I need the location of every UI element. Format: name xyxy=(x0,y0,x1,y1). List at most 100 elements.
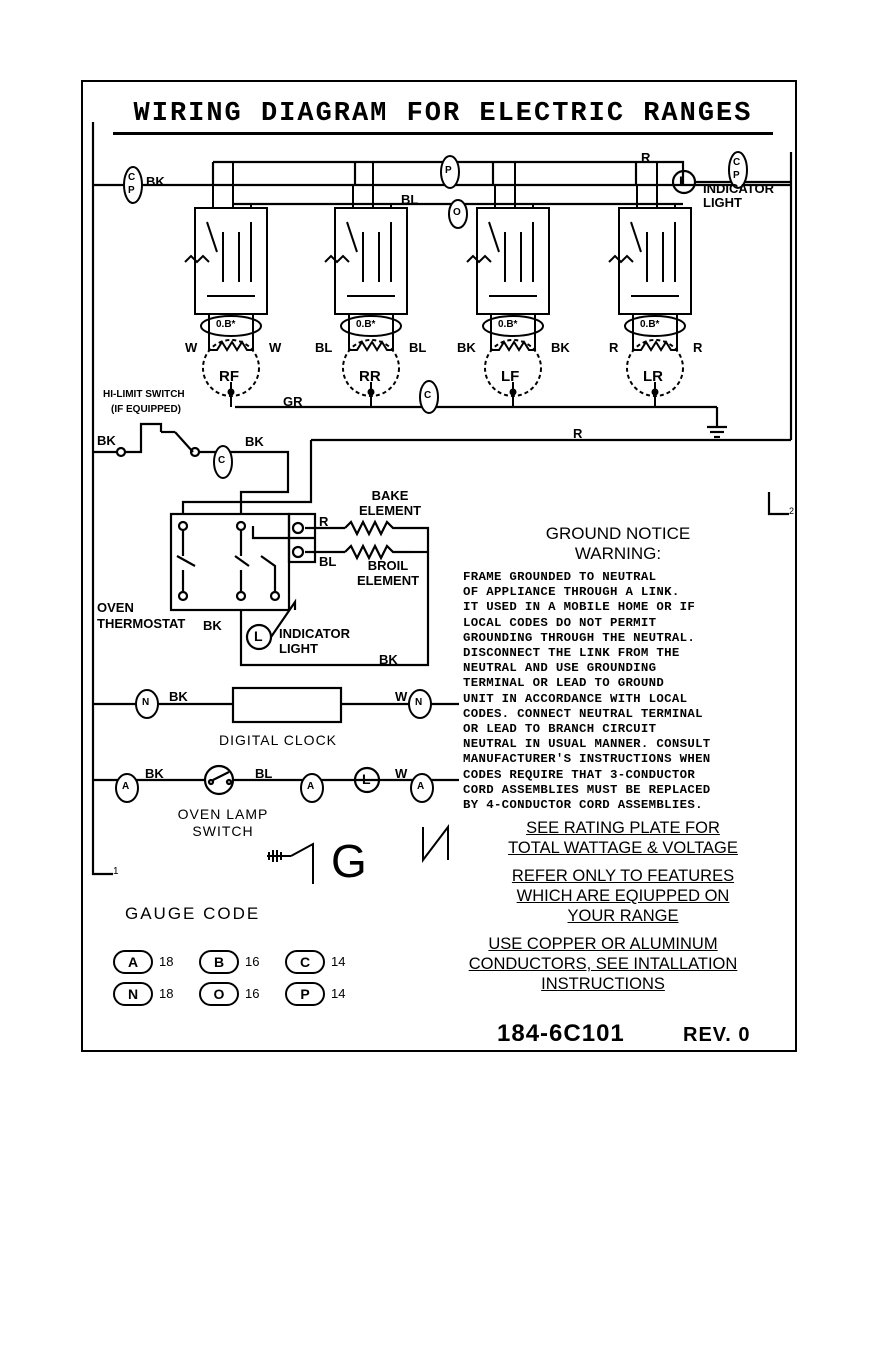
hi-limit-switch-label: HI-LIMIT SWITCH xyxy=(103,389,185,400)
wire-label-bk-clock: BK xyxy=(169,689,188,704)
burner-wire-left-1: BL xyxy=(315,340,333,355)
burner-label-3: LR xyxy=(643,368,663,385)
wire-label-bl-top: BL xyxy=(401,192,419,207)
gauge-marker-label-9: A xyxy=(307,781,315,792)
gauge-code-value-b: 16 xyxy=(245,954,260,969)
burner-wire-left-2: BK xyxy=(457,340,476,355)
wire-label-bk-oven: BK xyxy=(379,652,398,667)
gauge-marker-0 xyxy=(123,166,143,204)
burner-rating-oval-2 xyxy=(482,315,544,337)
gauge-code-value-c: 14 xyxy=(331,954,346,969)
diagram-title: WIRING DIAGRAM FOR ELECTRIC RANGES xyxy=(113,96,773,135)
burner-wire-right-0: W xyxy=(269,340,282,355)
line-1-label: 1 xyxy=(113,866,119,877)
ground-notice-heading: GROUND NOTICE xyxy=(545,524,691,543)
wire-label-r-bake: R xyxy=(319,514,329,529)
gauge-marker-8 xyxy=(115,773,139,803)
gauge-marker-1 xyxy=(440,155,460,189)
wire-label-w-lamp: W xyxy=(395,766,408,781)
burner-switch-1 xyxy=(334,207,408,315)
burner-rating-oval-1 xyxy=(340,315,402,337)
oven-lamp-switch-label: OVEN LAMP SWITCH xyxy=(177,806,269,839)
oven-indicator-label: INDICATOR LIGHT xyxy=(279,626,351,656)
burner-label-1: RR xyxy=(359,368,381,385)
burner-rating-oval-0 xyxy=(200,315,262,337)
burner-rating-1: 0.B* xyxy=(356,319,376,330)
note-rating-plate: SEE RATING PLATE FOR TOTAL WATTAGE & VOL… xyxy=(508,819,738,857)
gauge-marker-label-1: P xyxy=(445,165,452,176)
burner-rating-oval-3 xyxy=(624,315,686,337)
gauge-marker-label-10: A xyxy=(417,781,425,792)
burner-wire-left-0: W xyxy=(185,340,198,355)
gauge-marker-label-3: C P xyxy=(733,157,741,181)
wire-label-w-clock: W xyxy=(395,689,408,704)
burner-wire-left-3: R xyxy=(609,340,619,355)
burner-wire-right-1: BL xyxy=(409,340,427,355)
gauge-marker-3 xyxy=(728,151,748,189)
gauge-marker-2 xyxy=(448,199,468,229)
ground-notice-body: FRAME GROUNDED TO NEUTRAL OF APPLIANCE T… xyxy=(463,570,711,813)
wire-label-bk-top: BK xyxy=(146,174,165,189)
digital-clock-label: DIGITAL CLOCK xyxy=(219,732,338,748)
wire-label-bk-lamp: BK xyxy=(145,766,164,781)
wire-label-bk-thermo: BK xyxy=(203,618,222,633)
burner-wire-right-3: R xyxy=(693,340,703,355)
broil-element-label: BROIL ELEMENT xyxy=(356,558,420,588)
burner-rating-2: 0.B* xyxy=(498,319,518,330)
burner-rating-0: 0.B* xyxy=(216,319,236,330)
note-features: REFER ONLY TO FEATURES WHICH ARE EQIUPPE… xyxy=(511,867,735,925)
gauge-code-value-o: 16 xyxy=(245,986,260,1001)
gauge-marker-label-0: C P xyxy=(128,172,136,196)
burner-rating-3: 0.B* xyxy=(640,319,660,330)
wire-label-bl-lamp: BL xyxy=(255,766,273,781)
gauge-code-value-p: 14 xyxy=(331,986,346,1001)
gauge-marker-5 xyxy=(213,445,233,479)
gauge-mark-l-top: L xyxy=(679,173,688,189)
diagram-frame: WIRING DIAGRAM FOR ELECTRIC RANGES xyxy=(81,80,797,1052)
hi-limit-note: (IF EQUIPPED) xyxy=(111,404,182,415)
burner-switch-0 xyxy=(194,207,268,315)
gauge-marker-10 xyxy=(410,773,434,803)
document-number: 184-6C101 xyxy=(497,1020,625,1047)
gauge-mark-l-lamp: L xyxy=(362,771,371,787)
gauge-marker-label-8: A xyxy=(122,781,130,792)
gauge-marker-label-6: N xyxy=(142,697,150,708)
gauge-code-title: GAUGE CODE xyxy=(125,904,261,923)
gauge-code-value-n: 18 xyxy=(159,986,174,1001)
burner-switch-2 xyxy=(476,207,550,315)
gauge-code-p: P xyxy=(285,982,325,1006)
indicator-light-label: INDICATOR LIGHT xyxy=(703,181,775,210)
gauge-code-value-a: 18 xyxy=(159,954,174,969)
gauge-marker-label-2: O xyxy=(453,207,461,218)
wire-label-bk-left: BK xyxy=(97,433,116,448)
note-conductors: USE COPPER OR ALUMINUM CONDUCTORS, SEE I… xyxy=(468,935,738,993)
ground-symbol-g: G xyxy=(331,835,367,887)
ground-notice-warning: WARNING: xyxy=(574,544,662,563)
wiring-schematic xyxy=(91,122,793,884)
gauge-marker-label-5: C xyxy=(218,455,226,466)
oven-thermostat-label: OVEN THERMOSTAT xyxy=(97,600,186,631)
gauge-marker-7 xyxy=(408,689,432,719)
gauge-code-a: A xyxy=(113,950,153,974)
gauge-code-n: N xyxy=(113,982,153,1006)
burner-label-0: RF xyxy=(219,368,239,385)
gauge-marker-6 xyxy=(135,689,159,719)
line-2-label: 2 xyxy=(789,506,795,516)
gauge-code-c: C xyxy=(285,950,325,974)
gauge-code-b: B xyxy=(199,950,239,974)
bake-element-label: BAKE ELEMENT xyxy=(358,488,422,518)
gauge-mark-l-oven: L xyxy=(254,628,263,644)
burner-label-2: LF xyxy=(501,368,520,385)
wire-label-bl-broil: BL xyxy=(319,554,337,569)
burner-switch-3 xyxy=(618,207,692,315)
gauge-code-o: O xyxy=(199,982,239,1006)
gauge-marker-label-7: N xyxy=(415,697,423,708)
gauge-marker-label-4: C xyxy=(424,390,432,401)
wire-label-r-mid: R xyxy=(573,426,583,441)
burner-wire-right-2: BK xyxy=(551,340,570,355)
wire-label-bk-hl: BK xyxy=(245,434,264,449)
gauge-marker-4 xyxy=(419,380,439,414)
revision-label: REV. 0 xyxy=(683,1024,751,1046)
wire-label-gr: GR xyxy=(283,394,303,409)
gauge-marker-9 xyxy=(300,773,324,803)
